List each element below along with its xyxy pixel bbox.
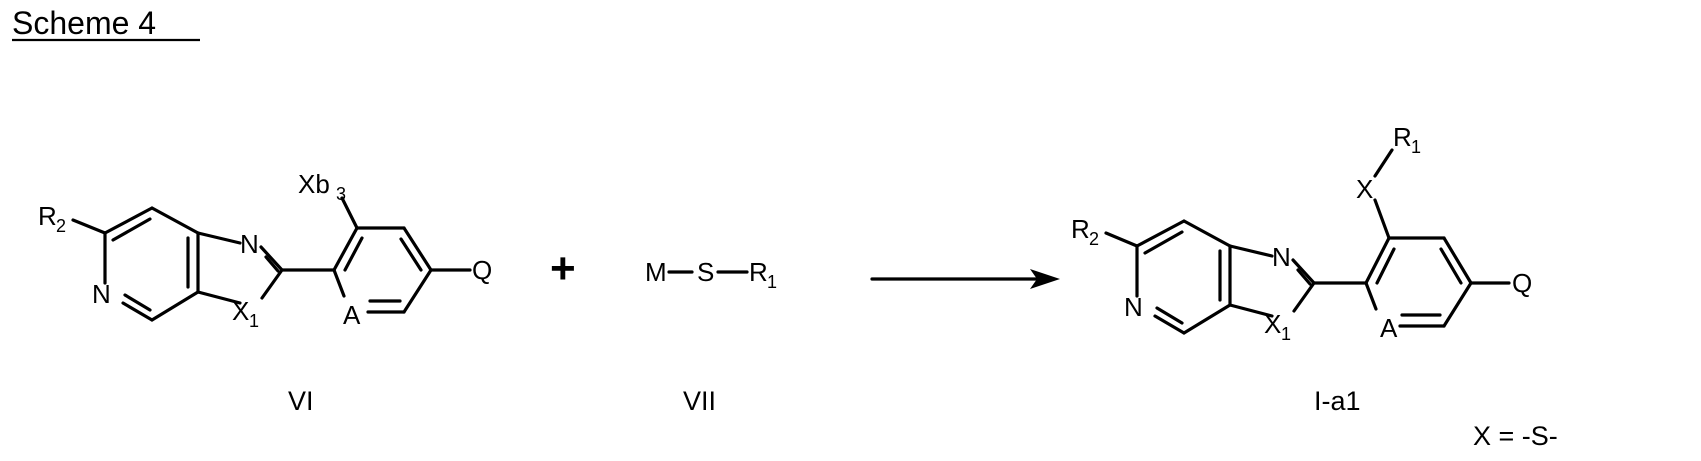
vii-r1-subscript: 1	[767, 272, 777, 292]
ia1-r1-subscript: 1	[1411, 137, 1421, 157]
vi-a-label: A	[343, 300, 361, 330]
scheme-title: Scheme 4	[12, 5, 156, 41]
vi-pyridine-n-label: N	[92, 279, 111, 309]
vi-x1-subscript: 1	[249, 311, 259, 331]
vi-r2-subscript: 2	[56, 216, 66, 236]
ia1-imidazole-n-label: N	[1272, 242, 1291, 272]
ia1-r1-label: R	[1393, 122, 1412, 152]
ia1-x1-subscript: 1	[1281, 324, 1291, 344]
vii-s-label: S	[697, 257, 714, 287]
ia1-r2-label: R	[1071, 214, 1090, 244]
compound-ia1-label: I-a1	[1314, 386, 1361, 416]
compound-vii-label: VII	[683, 386, 716, 416]
vi-imidazole-n-label: N	[240, 229, 259, 259]
ia1-x1-label: X	[1264, 309, 1281, 339]
vi-r2-label: R	[38, 201, 57, 231]
vi-x1-label: X	[232, 296, 249, 326]
vi-xb3-subscript: 3	[336, 184, 346, 204]
reaction-arrow	[872, 269, 1060, 289]
ia1-a-label: A	[1380, 313, 1398, 343]
vi-q-label: Q	[472, 255, 492, 285]
vi-xb3-label: Xb	[298, 169, 330, 199]
compound-ia1-structure	[1106, 150, 1509, 333]
vii-m-label: M	[645, 257, 667, 287]
ia1-pyridine-n-label: N	[1124, 292, 1143, 322]
ia1-r2-subscript: 2	[1089, 229, 1099, 249]
condition-note: X = -S-	[1473, 421, 1558, 451]
ia1-q-label: Q	[1512, 268, 1532, 298]
vii-r1-label: R	[749, 257, 768, 287]
ia1-x-label: X	[1356, 174, 1373, 204]
compound-vi-structure	[73, 198, 470, 320]
plus-sign: +	[550, 244, 576, 293]
compound-vi-label: VI	[288, 386, 314, 416]
